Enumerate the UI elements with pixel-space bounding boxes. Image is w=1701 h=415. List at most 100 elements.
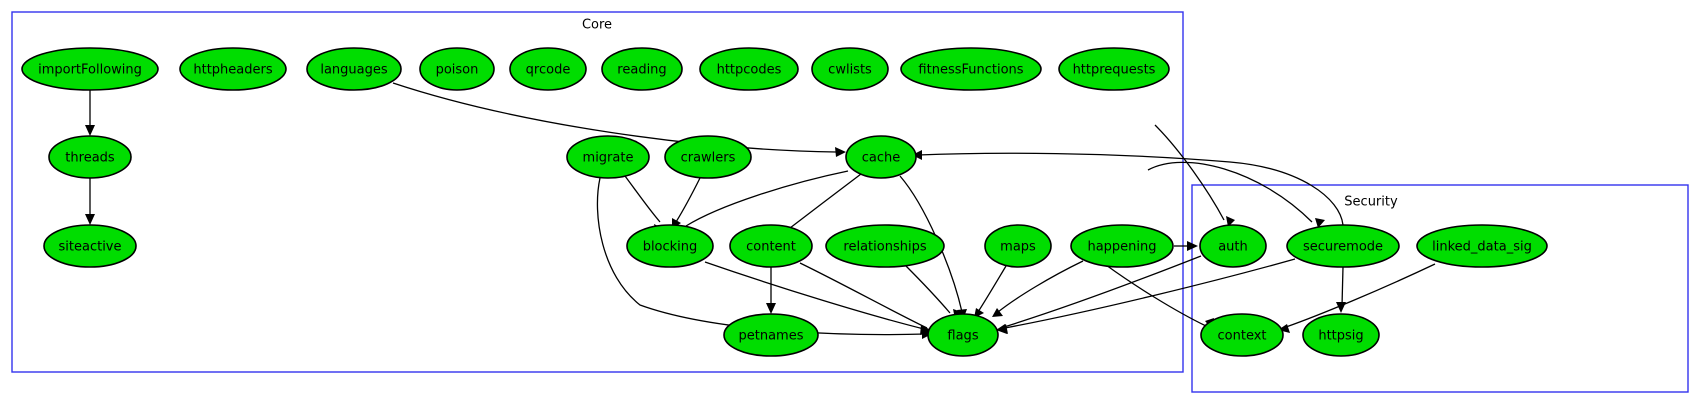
node-label: languages — [320, 63, 388, 78]
edge-languages-to-cache — [392, 82, 846, 157]
node-label: importFollowing — [38, 63, 142, 78]
node-shape[interactable] — [566, 135, 650, 179]
node-petnames[interactable]: petnames — [723, 313, 819, 357]
node-shape[interactable] — [664, 135, 752, 179]
node-poison[interactable]: poison — [419, 47, 495, 91]
node-shape[interactable] — [1286, 224, 1400, 268]
node-content[interactable]: content — [729, 224, 813, 268]
node-linked_data_sig[interactable]: linked_data_sig — [1416, 224, 1548, 268]
node-shape[interactable] — [811, 47, 889, 91]
node-shape[interactable] — [626, 224, 714, 268]
node-shape[interactable] — [1058, 47, 1170, 91]
node-crawlers[interactable]: crawlers — [664, 135, 752, 179]
node-label: threads — [65, 151, 115, 166]
edge-securemode-to-cache — [912, 150, 1344, 226]
arrowhead-icon — [1187, 241, 1198, 251]
node-auth[interactable]: auth — [1199, 224, 1267, 268]
node-reading[interactable]: reading — [601, 47, 683, 91]
node-maps[interactable]: maps — [984, 224, 1052, 268]
arrowhead-icon — [912, 150, 922, 160]
node-shape[interactable] — [43, 224, 137, 268]
edge-httprequests-to-securemode — [1147, 161, 1325, 228]
arrowhead-icon — [85, 214, 95, 225]
node-label: auth — [1218, 240, 1248, 255]
node-shape[interactable] — [723, 313, 819, 357]
node-label: crawlers — [681, 151, 736, 166]
edge-line — [1003, 255, 1202, 328]
cluster-core: Core — [11, 11, 1184, 373]
node-shape[interactable] — [306, 47, 402, 91]
cluster-security: Security — [1191, 184, 1689, 393]
node-shape[interactable] — [48, 135, 132, 179]
edge-line — [904, 264, 951, 314]
node-shape[interactable] — [1199, 224, 1267, 268]
node-label: poison — [436, 63, 479, 78]
node-shape[interactable] — [825, 224, 945, 268]
node-shape[interactable] — [179, 47, 287, 91]
node-shape[interactable] — [1070, 224, 1174, 268]
edge-line — [789, 173, 862, 229]
node-httpsig[interactable]: httpsig — [1302, 313, 1380, 357]
node-migrate[interactable]: migrate — [566, 135, 650, 179]
edge-line — [392, 82, 837, 153]
node-blocking[interactable]: blocking — [626, 224, 714, 268]
node-label: reading — [617, 63, 666, 78]
node-happening[interactable]: happening — [1070, 224, 1174, 268]
node-label: context — [1218, 329, 1267, 344]
edge-importFollowing-to-threads — [85, 90, 95, 136]
node-shape[interactable] — [419, 47, 495, 91]
node-shape[interactable] — [1302, 313, 1380, 357]
node-shape[interactable] — [845, 135, 917, 179]
node-shape[interactable] — [1200, 313, 1284, 357]
edge-line — [1105, 264, 1207, 327]
node-label: flags — [947, 329, 978, 344]
node-shape[interactable] — [927, 313, 999, 357]
edge-happening-to-flags — [992, 260, 1084, 317]
edge-crawlers-to-blocking — [672, 177, 701, 229]
node-shape[interactable] — [699, 47, 799, 91]
node-cache[interactable]: cache — [845, 135, 917, 179]
node-shape[interactable] — [601, 47, 683, 91]
edge-line — [1154, 124, 1225, 221]
arrowhead-icon — [996, 324, 1007, 334]
cluster-label-security: Security — [1344, 195, 1398, 210]
node-siteactive[interactable]: siteactive — [43, 224, 137, 268]
node-securemode[interactable]: securemode — [1286, 224, 1400, 268]
node-label: petnames — [739, 329, 804, 344]
edge-happening-to-auth — [1174, 241, 1198, 251]
node-threads[interactable]: threads — [48, 135, 132, 179]
node-httpheaders[interactable]: httpheaders — [179, 47, 287, 91]
node-shape[interactable] — [729, 224, 813, 268]
edge-line — [1285, 263, 1436, 328]
node-shape[interactable] — [509, 47, 587, 91]
node-label: migrate — [583, 151, 634, 166]
node-qrcode[interactable]: qrcode — [509, 47, 587, 91]
node-shape[interactable] — [1416, 224, 1548, 268]
node-httprequests[interactable]: httprequests — [1058, 47, 1170, 91]
node-relationships[interactable]: relationships — [825, 224, 945, 268]
edge-line — [799, 262, 928, 329]
node-languages[interactable]: languages — [306, 47, 402, 91]
node-label: qrcode — [526, 63, 571, 78]
edge-cwlists-to-auth — [1154, 124, 1235, 227]
node-cwlists[interactable]: cwlists — [811, 47, 889, 91]
edge-line — [997, 260, 1084, 313]
edge-line — [685, 170, 849, 227]
node-shape[interactable] — [21, 47, 159, 91]
node-label: content — [746, 240, 796, 255]
node-shape[interactable] — [900, 47, 1042, 91]
node-context[interactable]: context — [1200, 313, 1284, 357]
node-importFollowing[interactable]: importFollowing — [21, 47, 159, 91]
node-label: blocking — [643, 240, 698, 255]
arrowhead-icon — [1315, 218, 1325, 228]
node-label: siteactive — [59, 240, 122, 255]
node-fitnessFunctions[interactable]: fitnessFunctions — [900, 47, 1042, 91]
node-flags[interactable]: flags — [927, 313, 999, 357]
node-httpcodes[interactable]: httpcodes — [699, 47, 799, 91]
node-shape[interactable] — [984, 224, 1052, 268]
edge-line — [675, 177, 701, 223]
node-label: fitnessFunctions — [918, 63, 1023, 78]
node-label: httpsig — [1318, 329, 1363, 344]
node-label: httpcodes — [717, 63, 782, 78]
node-label: linked_data_sig — [1432, 240, 1532, 255]
